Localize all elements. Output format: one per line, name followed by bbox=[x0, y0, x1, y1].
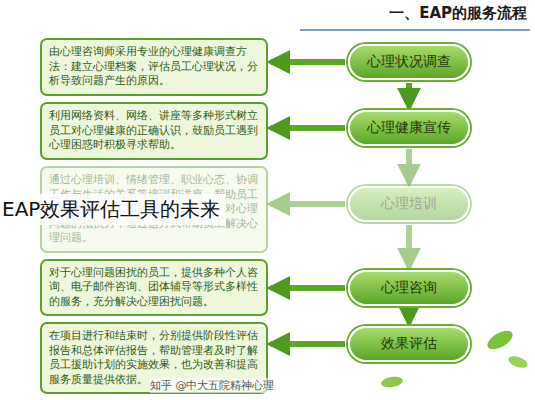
title-rule bbox=[300, 29, 530, 31]
node-text: 效果评估 bbox=[381, 335, 437, 353]
description-box: 由心理咨询师采用专业的心理健康调查方法：建立心理档案，评估员工心理状况，分析导致… bbox=[40, 38, 268, 96]
node-text: 心理状况调查 bbox=[367, 53, 451, 71]
node-text: 利用网络资料、网络、讲座等多种形式树立员工对心理健康的正确认识，鼓励员工遇到心理… bbox=[49, 109, 259, 153]
flow-arrow bbox=[406, 83, 412, 107]
title: 一、EAP的服务流程 bbox=[389, 4, 527, 23]
flow-arrow bbox=[406, 149, 412, 183]
node-text: 心理咨询 bbox=[381, 279, 437, 297]
flow-arrow bbox=[271, 59, 345, 65]
leaf bbox=[380, 375, 403, 389]
description-box: 利用网络资料、网络、讲座等多种形式树立员工对心理健康的正确认识，鼓励员工遇到心理… bbox=[40, 102, 268, 160]
flow-arrow bbox=[271, 201, 345, 207]
leaf bbox=[507, 354, 529, 370]
flow-arrow bbox=[406, 225, 412, 267]
node-text: 对于心理问题困扰的员工，提供多种个人咨询、电子邮件咨询、团体辅导等形式多样性的服… bbox=[49, 266, 259, 310]
flow-arrow bbox=[271, 285, 345, 291]
process-pill: 心理状况调查 bbox=[348, 44, 470, 80]
process-pill: 效果评估 bbox=[348, 326, 470, 362]
leaf bbox=[484, 327, 515, 353]
flow-arrow bbox=[406, 309, 412, 323]
process-pill: 心理培训 bbox=[348, 186, 470, 222]
description-box: 对于心理问题困扰的员工，提供多种个人咨询、电子邮件咨询、团体辅导等形式多样性的服… bbox=[40, 259, 268, 317]
process-pill: 心理健康宣传 bbox=[348, 110, 470, 146]
flow-arrow bbox=[271, 341, 345, 347]
node-text: 心理培训 bbox=[381, 195, 437, 213]
node-text: 由心理咨询师采用专业的心理健康调查方法：建立心理档案，评估员工心理状况，分析导致… bbox=[49, 45, 259, 89]
watermark: 知乎 @中大五院精神心理 bbox=[150, 378, 275, 393]
overlay-caption: EAP效果评估工具的未来 bbox=[0, 194, 226, 225]
node-text: 心理健康宣传 bbox=[367, 119, 451, 137]
flow-arrow bbox=[271, 125, 345, 131]
process-pill: 心理咨询 bbox=[348, 270, 470, 306]
